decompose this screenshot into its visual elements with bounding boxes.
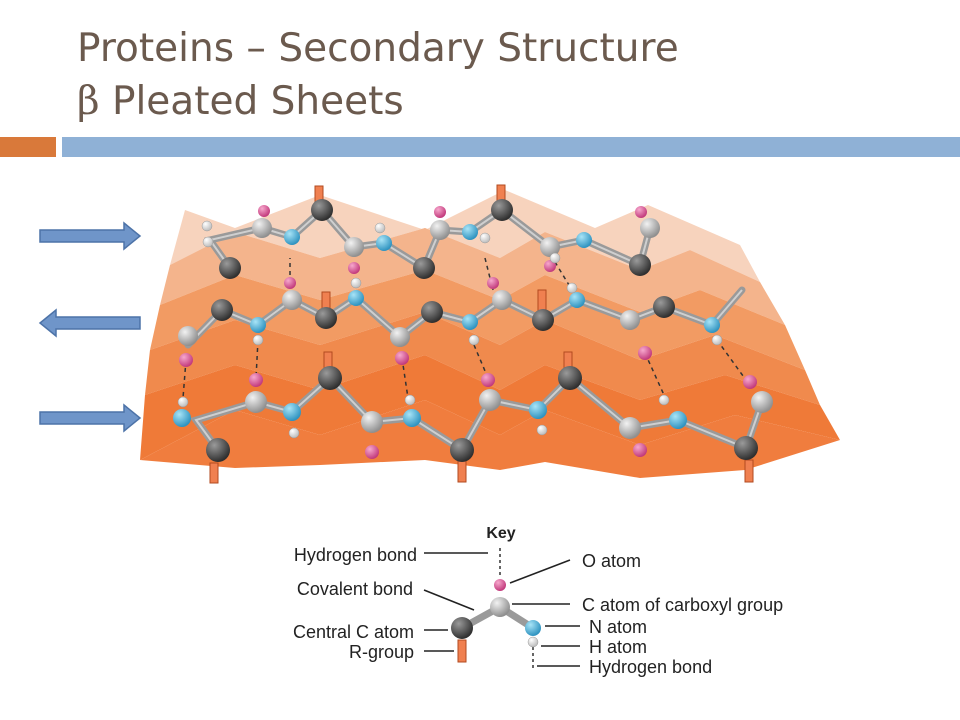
central-c-atoms <box>206 199 758 462</box>
beta-symbol: β <box>77 79 100 124</box>
slide-title: Proteins – Secondary Structure β Pleated… <box>77 22 679 128</box>
key-label-hydrogen-bond-right: Hydrogen bond <box>589 657 712 677</box>
accent-bar-orange <box>0 137 56 157</box>
key-n-atom <box>525 620 541 636</box>
key-label-carboxyl-c-atom: C atom of carboxyl group <box>582 595 783 615</box>
legend-key: Key Hydrogen bond Covalent bond Central … <box>293 525 783 677</box>
title-line-2: β Pleated Sheets <box>77 75 679 128</box>
key-r-group <box>457 639 467 663</box>
key-label-h-atom: H atom <box>589 637 647 657</box>
title-line-2-text: Pleated Sheets <box>111 79 404 124</box>
key-heading: Key <box>486 525 515 542</box>
key-label-hydrogen-bond: Hydrogen bond <box>294 545 417 565</box>
key-label-n-atom: N atom <box>589 617 647 637</box>
h-atoms <box>177 220 723 439</box>
strand-direction-arrow-right-top <box>39 221 142 251</box>
n-atoms <box>173 224 720 429</box>
key-label-r-group: R-group <box>349 642 414 662</box>
key-h-atom <box>527 636 539 648</box>
carboxyl-c-atoms <box>178 218 773 439</box>
key-label-covalent-bond: Covalent bond <box>297 579 413 599</box>
strand-direction-arrow-left <box>38 308 141 338</box>
key-label-o-atom: O atom <box>582 551 641 571</box>
title-line-1: Proteins – Secondary Structure <box>77 26 679 71</box>
strand-direction-arrow-right-bottom <box>39 403 142 433</box>
r-groups <box>209 184 754 484</box>
key-carboxyl-c-atom <box>490 597 510 617</box>
o-atoms <box>179 205 757 459</box>
accent-bar-blue <box>62 137 960 157</box>
key-label-central-c-atom: Central C atom <box>293 622 414 642</box>
key-central-c-atom <box>451 617 473 639</box>
key-o-atom <box>494 579 506 591</box>
